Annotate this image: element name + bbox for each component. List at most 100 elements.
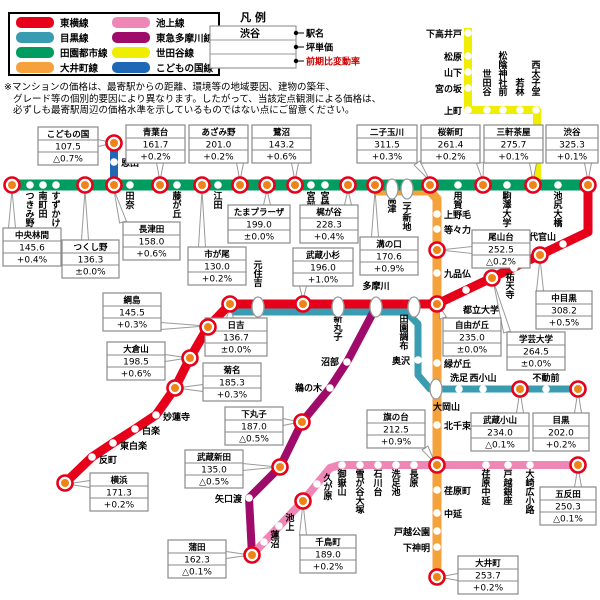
legend-sample-box	[209, 25, 297, 69]
price-box-change: ±0.0%	[75, 268, 106, 278]
station-label: 奥沢	[391, 355, 411, 367]
station-label: 二子新地	[402, 196, 411, 233]
price-box-price: 143.2	[269, 141, 295, 151]
price-box-station: 中央林間	[15, 230, 49, 241]
station-label: 蓮沼	[270, 529, 279, 550]
station-monitored	[428, 568, 446, 586]
price-box-price: 325.3	[559, 141, 585, 151]
station-label: 鵜の木	[294, 382, 323, 394]
legend-item-label: こどもの国線	[156, 63, 214, 75]
price-box-price: 170.6	[376, 253, 402, 263]
station-monitored	[483, 269, 501, 287]
station-minor	[392, 461, 400, 469]
station-core	[433, 573, 441, 581]
price-box-station: 旗の台	[383, 412, 409, 423]
price-box-change: ±0.0%	[457, 346, 488, 356]
legend-sample: 凡 例渋谷駅名坪単価前期比変動率	[209, 10, 360, 69]
station-core	[298, 418, 306, 426]
price-box-frame	[102, 292, 162, 332]
price-box-frame	[532, 412, 590, 452]
price-box-station: 梶が谷	[316, 207, 342, 218]
price-box-frame	[483, 124, 544, 164]
price-box-change: +0.2%	[203, 153, 234, 163]
price-box-frame	[224, 406, 284, 446]
legend-item-label: 東急多摩川線	[155, 33, 214, 45]
price-box-frame	[442, 317, 502, 357]
station-minor	[542, 385, 550, 393]
price-box-frame	[299, 534, 357, 574]
price-box-change: +0.1%	[557, 153, 588, 163]
station-monitored	[56, 474, 74, 492]
price-box-station: 蒲田	[188, 542, 205, 553]
station-monitored	[531, 246, 549, 264]
station-minor	[559, 240, 567, 248]
price-box-change: △0.1%	[485, 441, 515, 451]
price-box-change: +0.5%	[549, 319, 580, 329]
station-minor	[433, 210, 441, 218]
station-label: 大岡山	[433, 401, 460, 413]
station-minor	[462, 286, 470, 294]
price-box-frame	[37, 126, 99, 166]
legend-item: 世田谷線	[112, 47, 195, 60]
legend-item-label: 池上線	[156, 18, 185, 30]
station-minor	[482, 461, 490, 469]
price-box-price: 311.5	[374, 141, 400, 151]
station-minor	[173, 181, 181, 189]
station-core	[536, 251, 544, 259]
price-box-station: 五反田	[555, 489, 581, 500]
price-box-price: 136.7	[223, 334, 249, 344]
station-label: 上町	[444, 105, 462, 117]
station-label: 池上	[285, 512, 294, 533]
price-box-station: 武蔵小山	[483, 415, 517, 426]
station-label: 戸越公園	[394, 526, 430, 538]
legend-item-label: 世田谷線	[156, 48, 195, 60]
disclaimer-line: グレード等の個別的要因により異なります。したがって、当該定点観測による価格は、	[13, 93, 382, 105]
station-label: 九品仏	[443, 268, 471, 280]
price-box-station: 目黒	[552, 415, 570, 426]
price-box-price: 253.7	[475, 572, 501, 582]
price-callout	[370, 189, 380, 238]
station-label: 田園調布	[398, 314, 408, 352]
station-label: 東白楽	[120, 440, 148, 452]
price-box-change: +0.1%	[498, 153, 529, 163]
station-label: 北千束	[444, 420, 472, 432]
price-box-price: 145.6	[19, 244, 45, 254]
line-ikegami	[249, 461, 578, 558]
line-toyoko	[61, 188, 593, 487]
price-box-price: 158.0	[139, 238, 165, 248]
price-box-station: つくし野	[73, 243, 108, 253]
station-minor	[433, 269, 441, 277]
price-box-frame	[184, 449, 244, 489]
station-minor	[503, 181, 511, 189]
station-minor	[554, 181, 562, 189]
legend-swatch	[16, 47, 54, 58]
price-box-frame	[187, 246, 247, 286]
station-minor	[464, 106, 472, 114]
price-box-station: 桜新町	[438, 127, 464, 138]
station-label: 石川台	[372, 469, 382, 498]
price-box-price: 261.4	[438, 141, 464, 151]
price-box-change: +0.6%	[136, 250, 167, 260]
station-monitored	[151, 176, 169, 194]
price-box-change: +0.3%	[372, 153, 403, 163]
station-core	[574, 385, 582, 393]
price-box-change: +0.4%	[17, 256, 48, 266]
price-box-station: 市が尾	[204, 249, 230, 260]
station-minor	[245, 494, 253, 502]
stations	[3, 29, 597, 586]
station-minor	[464, 52, 472, 60]
station-core	[344, 181, 352, 189]
station-monitored	[166, 379, 184, 397]
station-label: 元住吉	[253, 260, 262, 289]
station-label: 江田	[213, 190, 222, 211]
station-label: 雪が谷大塚	[355, 468, 365, 516]
station-monitored	[474, 176, 492, 194]
